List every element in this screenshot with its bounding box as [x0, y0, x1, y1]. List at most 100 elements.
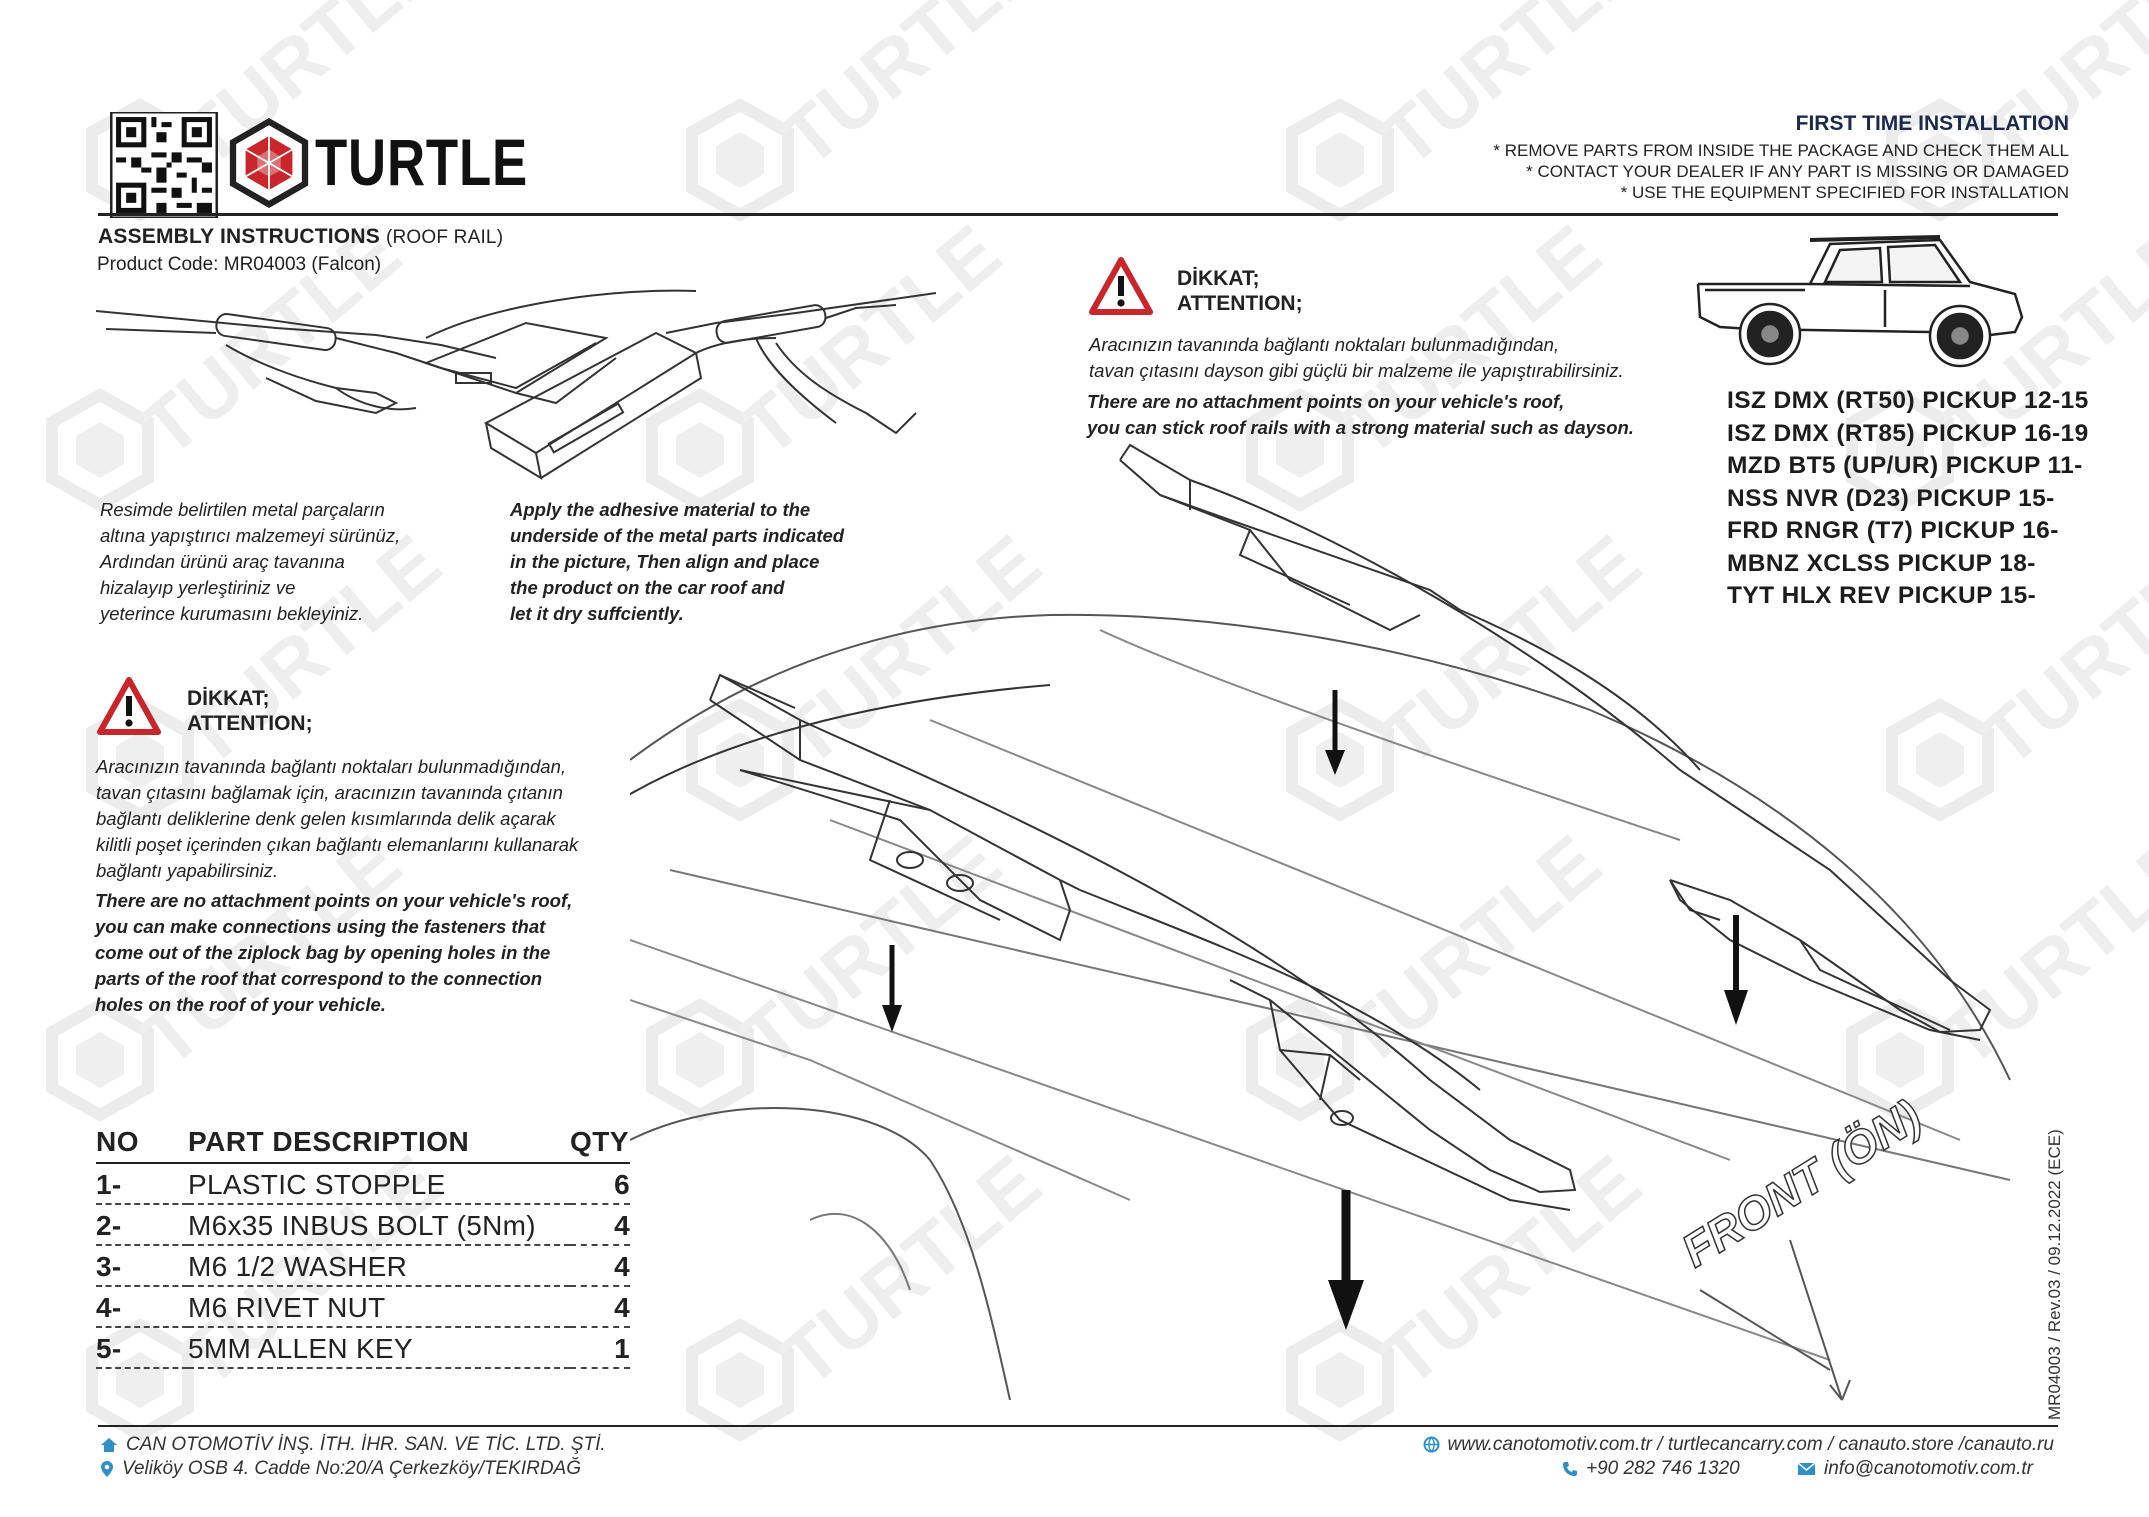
vehicle-model: ISZ DMX (RT50) PICKUP 12-15 [1727, 387, 2089, 414]
mail-icon [1797, 1462, 1816, 1475]
vehicle-model: TYT HLX REV PICKUP 15- [1727, 582, 2037, 609]
adhesive-application-illustration [96, 289, 937, 481]
warning-left-turkish: Aracınızın tavanında bağlantı noktaları … [96, 754, 696, 884]
text-line: the product on the car roof and [510, 577, 785, 598]
text-line: Apply the adhesive material to the [510, 499, 811, 520]
location-pin-icon [101, 1460, 113, 1477]
home-icon [101, 1437, 117, 1452]
part-qty: 4 [570, 1245, 630, 1287]
vehicle-model: NSS NVR (D23) PICKUP 15- [1727, 484, 2055, 512]
vehicle-model: ISZ DMX (RT85) PICKUP 16-19 [1727, 419, 2089, 447]
text-line: come out of the ziplock bag by opening h… [95, 942, 551, 963]
part-no: 1- [96, 1163, 188, 1205]
step1-turkish-text: Resimde belirtilen metal parçaların altı… [100, 497, 500, 627]
part-qty: 6 [570, 1163, 630, 1205]
warning-icon [1089, 257, 1153, 315]
turtle-logo-icon [229, 118, 309, 208]
warning-top-turkish: Aracınızın tavanında bağlantı noktaları … [1089, 332, 1689, 384]
table-row: 2- M6x35 INBUS BOLT (5Nm) 4 [96, 1204, 630, 1246]
table-row: 1- PLASTIC STOPPLE 6 [96, 1163, 630, 1205]
footer-divider [98, 1425, 2058, 1427]
pickup-truck-illustration [1696, 235, 2024, 368]
text-line: you can stick roof rails with a strong m… [1087, 417, 1634, 438]
vehicle-model: MZD BT5 (UP/UR) PICKUP 11- [1727, 452, 2083, 479]
text-line: hizalayıp yerleştiriniz ve [100, 577, 296, 598]
part-qty: 4 [570, 1286, 630, 1328]
footer-address: Veliköy OSB 4. Cadde No:20/A Çerkezköy/T… [100, 1458, 581, 1480]
text-line: you can make connections using the faste… [95, 916, 546, 937]
table-row: 3- M6 1/2 WASHER 4 [96, 1245, 630, 1287]
globe-icon [1423, 1436, 1439, 1453]
parts-table: NO PART DESCRIPTION QTY 1- PLASTIC STOPP… [96, 1126, 630, 1369]
first-time-installation: FIRST TIME INSTALLATION * REMOVE PARTS F… [1269, 112, 2069, 203]
text-line: There are no attachment points on your v… [1087, 391, 1565, 412]
text-line: bağlantı yapabilirsiniz. [96, 860, 279, 881]
warning-heading-en: ATTENTION; [1177, 292, 1303, 315]
page-title-text: ASSEMBLY INSTRUCTIONS [98, 225, 380, 248]
text-line: in the picture, Then align and place [510, 551, 820, 572]
down-arrow-icon [1724, 915, 1748, 1025]
col-qty-header: QTY [570, 1126, 630, 1164]
warning-icon [97, 677, 161, 735]
text-line: Resimde belirtilen metal parçaların [100, 499, 385, 520]
text-line: Ardından ürünü araç tavanına [100, 551, 345, 572]
warning-heading-en: ATTENTION; [187, 712, 313, 735]
website-links: www.canotomotiv.com.tr / turtlecancarry.… [1447, 1434, 2055, 1455]
email-address: info@canotomotiv.com.tr [1824, 1458, 2034, 1479]
header-divider [98, 213, 2058, 216]
text-line: underside of the metal parts indicated [510, 525, 845, 546]
text-line: holes on the roof of your vehicle. [95, 994, 386, 1015]
footer-websites: www.canotomotiv.com.tr / turtlecancarry.… [1154, 1434, 2054, 1456]
company-address: Veliköy OSB 4. Cadde No:20/A Çerkezköy/T… [122, 1458, 581, 1479]
phone-icon [1563, 1461, 1577, 1476]
footer-email: info@canotomotiv.com.tr [1797, 1458, 2033, 1480]
col-no-header: NO [96, 1126, 188, 1164]
part-no: 3- [96, 1245, 188, 1287]
text-line: Aracınızın tavanında bağlantı noktaları … [96, 756, 567, 777]
vehicle-model-list: ISZ DMX (RT50) PICKUP 12-15 ISZ DMX (RT8… [1727, 385, 2089, 613]
table-header-row: NO PART DESCRIPTION QTY [96, 1126, 630, 1164]
first-time-item: * USE THE EQUIPMENT SPECIFIED FOR INSTAL… [1620, 183, 2069, 202]
warning-top-english: There are no attachment points on your v… [1087, 389, 1687, 441]
text-line: tavan çıtasını bağlamak için, aracınızın… [96, 782, 563, 803]
brand-name: TURTLE [315, 125, 529, 199]
part-desc: M6 1/2 WASHER [188, 1245, 570, 1287]
text-line: bağlantı deliklerine denk gelen kısımlar… [96, 808, 556, 829]
part-no: 2- [96, 1204, 188, 1246]
part-qty: 1 [570, 1327, 630, 1369]
revision-label: MR04003 / Rev.03 / 09.12.2022 (ECE) [2045, 1129, 2064, 1420]
text-line: let it dry suffciently. [510, 603, 684, 624]
page-title: ASSEMBLY INSTRUCTIONS (ROOF RAIL) [98, 225, 503, 249]
text-line: kilitli poşet içerinden çıkan bağlantı e… [96, 834, 579, 855]
part-no: 5- [96, 1327, 188, 1369]
part-desc: 5MM ALLEN KEY [188, 1327, 570, 1369]
page-title-suffix: (ROOF RAIL) [385, 227, 504, 248]
down-arrow-icon [1328, 1190, 1364, 1330]
step1-english-text: Apply the adhesive material to the under… [510, 497, 930, 627]
part-qty: 4 [570, 1204, 630, 1246]
part-desc: PLASTIC STOPPLE [188, 1163, 570, 1205]
first-time-item: * CONTACT YOUR DEALER IF ANY PART IS MIS… [1526, 162, 2069, 181]
warning-top-heading: DİKKAT; ATTENTION; [1177, 266, 1303, 316]
vehicle-model: FRD RNGR (T7) PICKUP 16- [1727, 517, 2059, 544]
table-row: 4- M6 RIVET NUT 4 [96, 1286, 630, 1328]
text-line: tavan çıtasını dayson gibi güçlü bir mal… [1089, 360, 1624, 381]
warning-left-heading: DİKKAT; ATTENTION; [187, 686, 313, 736]
footer-company: CAN OTOMOTİV İNŞ. İTH. İHR. SAN. VE TİC.… [100, 1434, 606, 1456]
qr-code [110, 112, 218, 218]
text-line: altına yapıştırıcı malzemeyi sürünüz, [100, 525, 401, 546]
col-desc-header: PART DESCRIPTION [188, 1126, 570, 1164]
roof-rail-illustration [630, 443, 2011, 1400]
first-time-title: FIRST TIME INSTALLATION [1795, 112, 2069, 135]
phone-number: +90 282 746 1320 [1586, 1458, 1740, 1479]
text-line: parts of the roof that correspond to the… [95, 968, 543, 989]
company-name: CAN OTOMOTİV İNŞ. İTH. İHR. SAN. VE TİC.… [126, 1434, 606, 1455]
warning-heading-tr: DİKKAT; [187, 687, 270, 710]
first-time-item: * REMOVE PARTS FROM INSIDE THE PACKAGE A… [1493, 141, 2069, 160]
warning-left-english: There are no attachment points on your v… [95, 888, 695, 1018]
down-arrow-icon [882, 945, 902, 1032]
vehicle-model: MBNZ XCLSS PICKUP 18- [1727, 549, 2036, 577]
down-arrow-icon [1325, 690, 1345, 775]
text-line: yeterince kurumasını bekleyiniz. [100, 603, 364, 624]
